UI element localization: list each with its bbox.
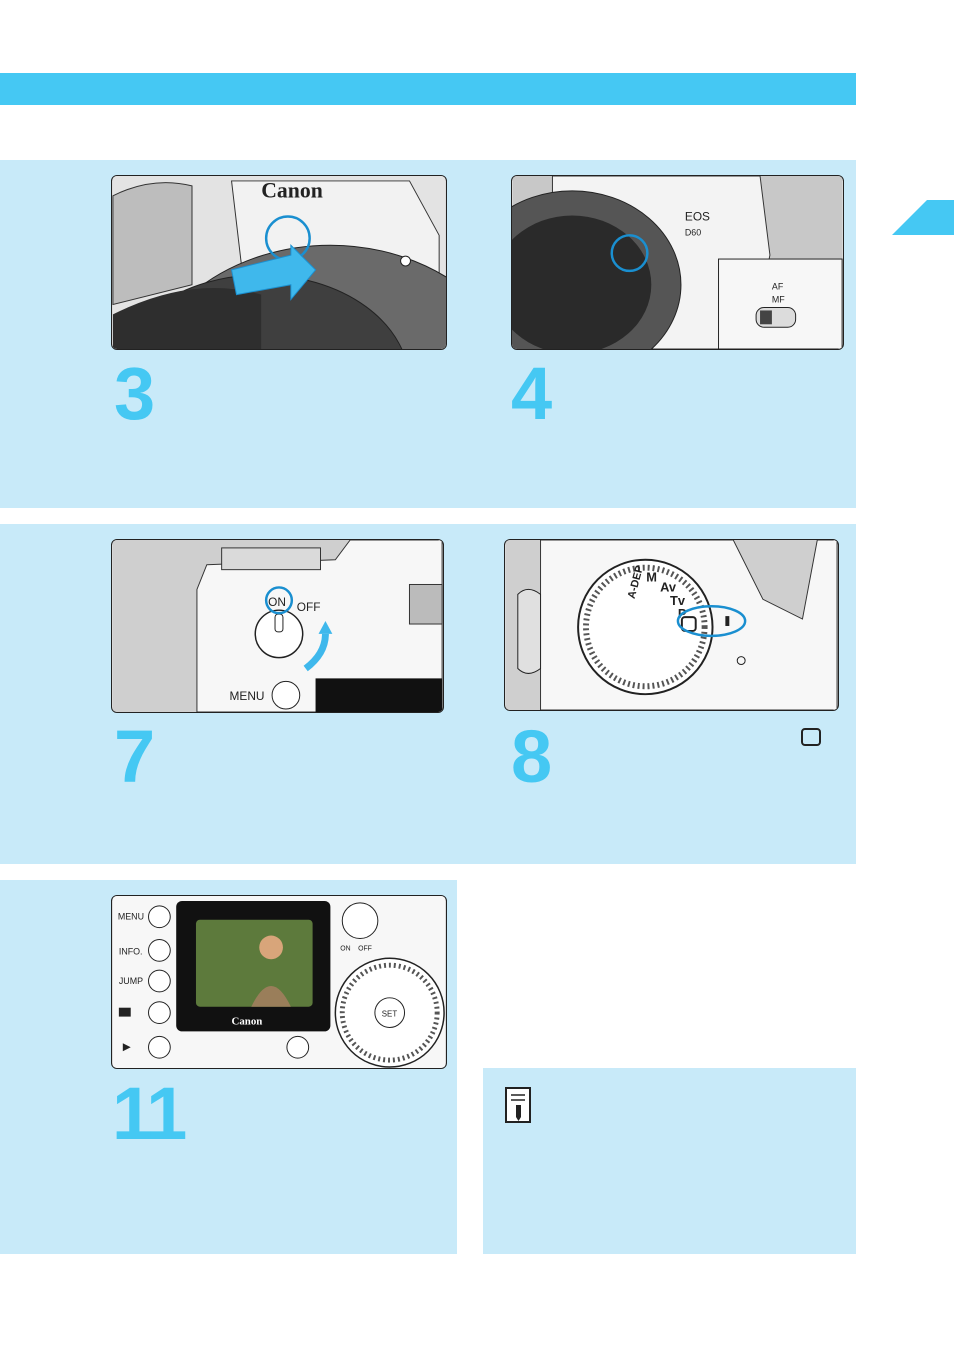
lcd-monitor-photo: MENU INFO. JUMP Canon ON OFF SET <box>111 895 447 1069</box>
menu-button-label: MENU <box>230 689 265 703</box>
on-small-label: ON <box>340 945 350 952</box>
note-panel <box>483 1068 856 1254</box>
jump-label: JUMP <box>119 976 143 986</box>
header-bar <box>0 73 856 105</box>
dial-m-label: M <box>646 570 657 585</box>
dial-av-label: Av <box>660 579 677 594</box>
mf-label: MF <box>772 295 785 305</box>
section-tab <box>892 200 954 235</box>
memo-icon <box>505 1087 531 1123</box>
set-button-label: SET <box>382 1010 398 1019</box>
lens-mount-photo: Canon <box>111 175 447 350</box>
full-auto-mode-icon <box>801 728 821 746</box>
dial-tv-label: Tv <box>670 593 686 608</box>
power-off-label: OFF <box>297 600 321 614</box>
step-number-11: 11 <box>112 1072 187 1155</box>
step-number-8: 8 <box>511 715 552 798</box>
focus-mode-switch-photo: EOS D60 AF MF <box>511 175 844 350</box>
camera-brand-text: Canon <box>261 179 323 203</box>
mode-dial-photo: A-DEP M Av Tv P <box>504 539 839 711</box>
step-number-3: 3 <box>114 352 155 435</box>
step-number-4: 4 <box>511 352 552 435</box>
lcd-brand-text: Canon <box>232 1016 263 1028</box>
off-small-label: OFF <box>358 945 372 952</box>
af-label: AF <box>772 282 784 292</box>
power-switch-photo: ON OFF MENU <box>111 539 444 713</box>
camera-model-text: EOS <box>685 209 710 223</box>
info-label: INFO. <box>119 946 143 956</box>
menu-label: MENU <box>118 912 144 922</box>
step-number-7: 7 <box>114 715 155 798</box>
camera-model-text: D60 <box>685 227 701 237</box>
power-on-label: ON <box>268 595 286 609</box>
